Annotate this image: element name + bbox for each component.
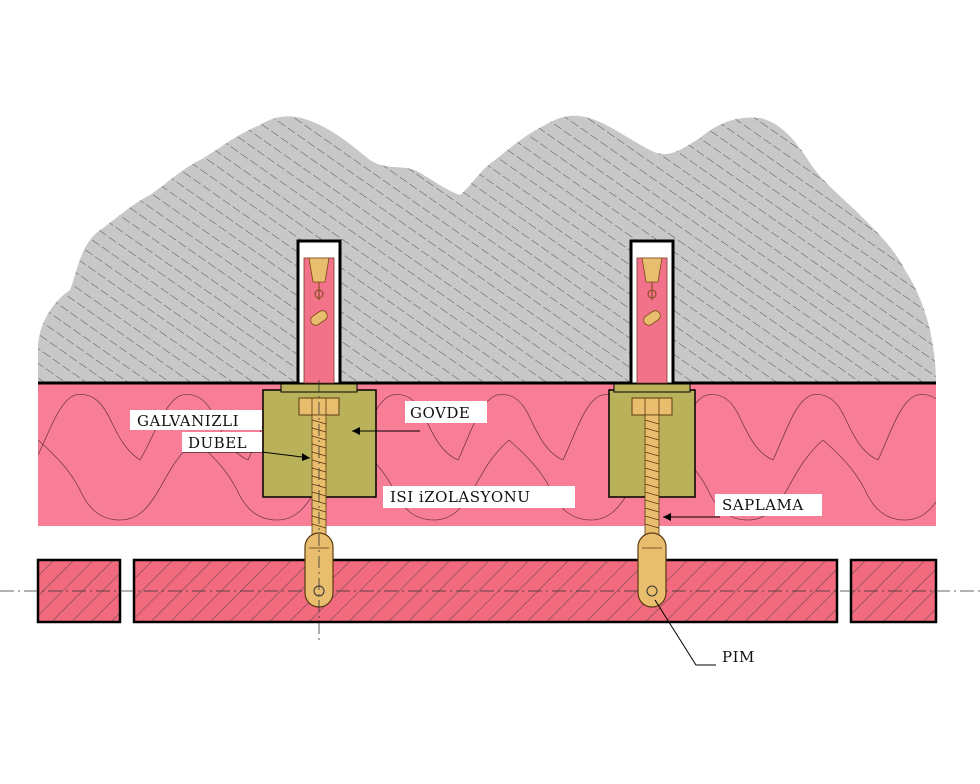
galvanized-dowel <box>636 257 668 384</box>
arrow-dubel <box>302 453 310 461</box>
label-govde: GOVDE <box>410 404 470 422</box>
label-isi-izolasyonu: ISI iZOLASYONU <box>390 488 530 506</box>
threaded-stud <box>644 414 660 541</box>
concrete-wall <box>38 115 936 383</box>
pin-lug <box>637 532 667 608</box>
arrow-saplama <box>663 513 671 521</box>
label-galvanizli: GALVANIZLI <box>137 412 239 430</box>
label-pim: PIM <box>722 648 755 666</box>
arrow-govde <box>352 427 360 435</box>
label-saplama: SAPLAMA <box>722 496 804 514</box>
anchor-assembly-right <box>608 239 696 608</box>
galvanized-dowel <box>303 257 335 384</box>
bolt-nut <box>631 397 673 416</box>
anchor-assembly-left <box>262 239 377 640</box>
concrete-hatch <box>38 115 936 383</box>
leader-pim <box>654 599 716 666</box>
bracket-washer <box>613 383 691 393</box>
label-dubel: DUBEL <box>188 434 247 452</box>
labels: GALVANIZLI DUBEL GOVDE ISI iZOLASYONU SA… <box>130 401 822 666</box>
pin-hole <box>646 585 658 597</box>
